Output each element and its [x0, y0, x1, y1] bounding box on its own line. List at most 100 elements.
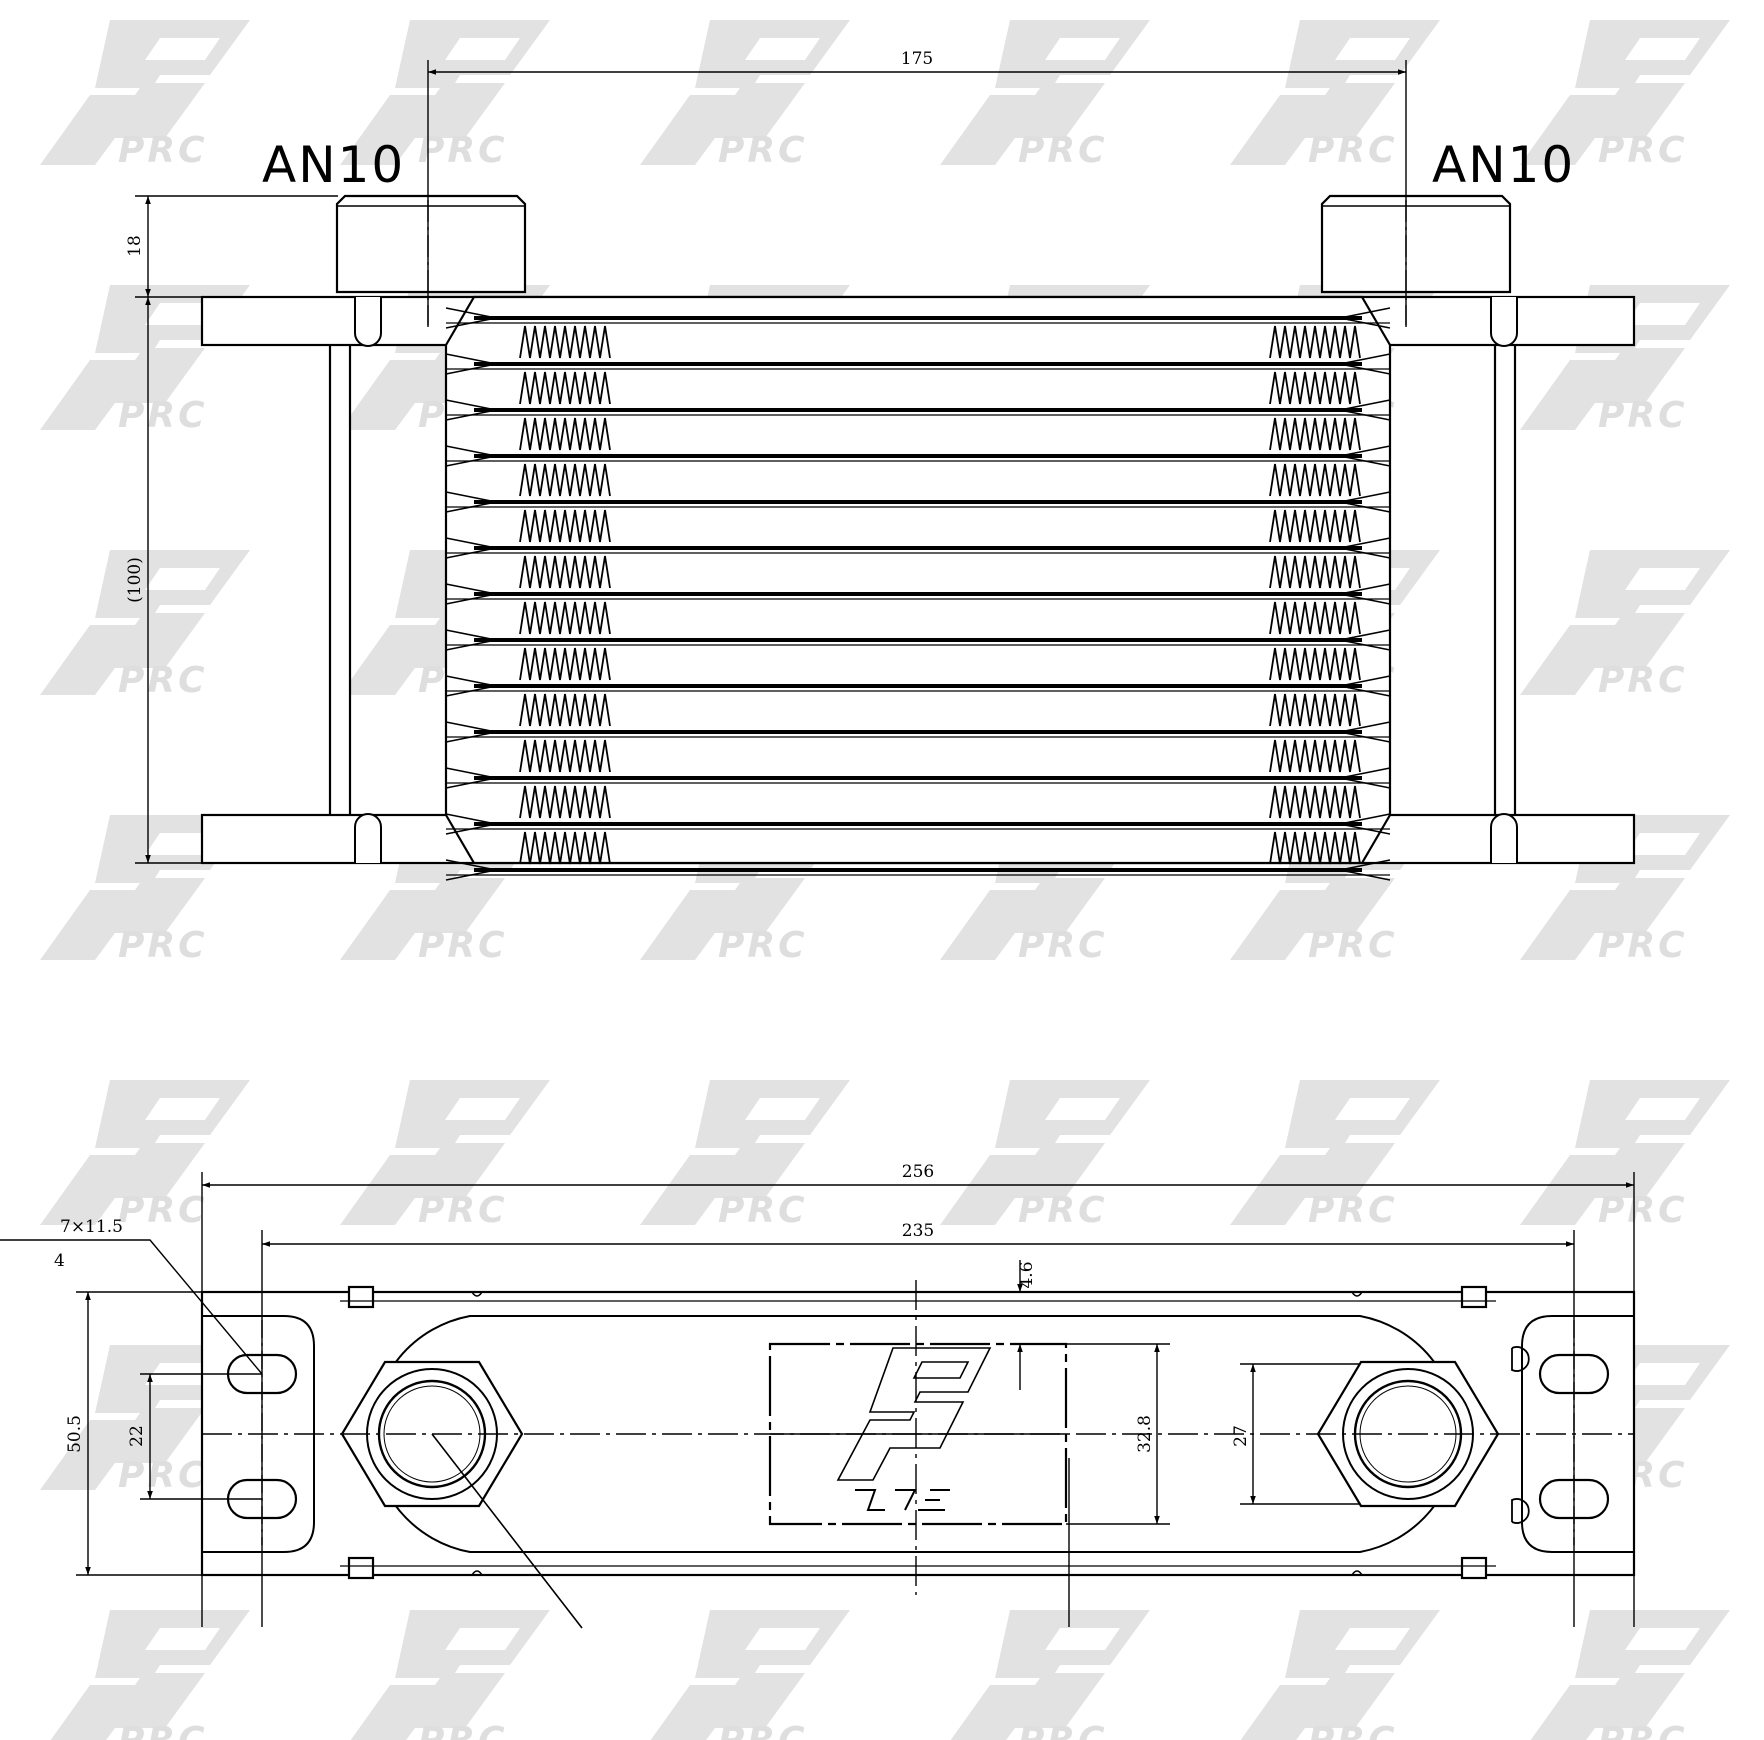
- bracket-notches: [354, 297, 1518, 863]
- bracket-notch: [354, 297, 382, 347]
- watermark-logo: PRC: [1520, 20, 1730, 171]
- watermark-text: PRC: [118, 1720, 208, 1740]
- watermark-logo: PRC: [640, 1610, 850, 1740]
- dim-flange-offset: 4.6: [1017, 1261, 1037, 1288]
- watermark-logo: PRC: [40, 20, 250, 171]
- core-fin: [519, 463, 611, 497]
- core-fin: [519, 371, 611, 405]
- core-fin: [1269, 647, 1361, 681]
- watermark-text: PRC: [718, 925, 808, 966]
- watermark-text: PRC: [1308, 925, 1398, 966]
- core-fin: [1269, 693, 1361, 727]
- dim-port-height: 18: [125, 235, 145, 257]
- watermark-text: PRC: [118, 1190, 208, 1231]
- watermark-logo: PRC: [340, 20, 550, 171]
- watermark-logo: PRC: [940, 815, 1150, 966]
- watermark-logo: PRC: [1230, 1080, 1440, 1231]
- core-fin: [519, 739, 611, 773]
- watermark-logo: PRC: [40, 550, 250, 701]
- core-fin: [519, 417, 611, 451]
- dim-port-spacing: 175: [901, 49, 933, 69]
- core-fin: [1269, 601, 1361, 635]
- watermark-logo: PRC: [40, 815, 250, 966]
- core-fin: [519, 647, 611, 681]
- cooler-core-outline: [444, 295, 1392, 865]
- watermark-text: PRC: [118, 395, 208, 436]
- watermark-text: PRC: [118, 130, 208, 171]
- side-rail-left: [328, 341, 352, 825]
- watermark-logo: PRC: [940, 20, 1150, 171]
- watermark-text: PRC: [118, 925, 208, 966]
- watermark-text: PRC: [418, 1190, 508, 1231]
- core-fin: [1269, 417, 1361, 451]
- dim-core-height: (100): [125, 557, 145, 603]
- watermark-logo: PRC: [340, 1080, 550, 1231]
- watermark-logo: PRC: [1230, 1610, 1440, 1740]
- dim-overall-width: 50.5: [65, 1415, 85, 1453]
- core-fin: [1269, 785, 1361, 819]
- watermark-logo: PRC: [40, 285, 250, 436]
- core-fin: [519, 509, 611, 543]
- watermark-logo: PRC: [1520, 815, 1730, 966]
- edge-tab: [1460, 1285, 1488, 1309]
- watermark-text: PRC: [1308, 1720, 1398, 1740]
- watermark-text: PRC: [118, 660, 208, 701]
- bracket-notch: [1490, 297, 1518, 347]
- watermark-logo: PRC: [340, 815, 550, 966]
- core-fin: [1269, 463, 1361, 497]
- bracket-notch: [1490, 813, 1518, 863]
- watermark-logo: PRC: [640, 20, 850, 171]
- watermark-text: PRC: [1308, 1190, 1398, 1231]
- core-fin: [519, 555, 611, 589]
- watermark-text: PRC: [418, 1720, 508, 1740]
- watermark-logo: PRC: [1520, 1080, 1730, 1231]
- watermark-logo: PRC: [640, 815, 850, 966]
- core-fin: [519, 601, 611, 635]
- core-fin: [519, 693, 611, 727]
- port-right-fitting: [1320, 194, 1512, 294]
- watermark-text: PRC: [718, 1720, 808, 1740]
- watermark-text: PRC: [718, 130, 808, 171]
- watermark-text: PRC: [1308, 130, 1398, 171]
- watermark-text: PRC: [1018, 925, 1108, 966]
- watermark-logo: PRC: [1520, 550, 1730, 701]
- watermark-logo: PRC: [1230, 20, 1440, 171]
- mount-ear-right: [1521, 1315, 1634, 1553]
- dim-overall-length: 256: [902, 1162, 934, 1182]
- edge-tab: [1460, 1556, 1488, 1580]
- edge-tab: [347, 1285, 375, 1309]
- core-fin: [1269, 325, 1361, 359]
- core-fin: [1269, 831, 1361, 865]
- core-fin: [519, 831, 611, 865]
- side-rail-right: [1493, 341, 1517, 825]
- watermark-text: PRC: [1598, 130, 1688, 171]
- top-dimensions: [0, 1172, 1635, 1627]
- watermark-text: PRC: [1018, 130, 1108, 171]
- core-fin: [1269, 739, 1361, 773]
- dim-slot-count: 4: [54, 1251, 65, 1271]
- core-fin: [519, 785, 611, 819]
- dim-slot-size: 7×11.5: [60, 1217, 123, 1237]
- port-right-label: AN10: [1432, 136, 1575, 194]
- watermark-text: PRC: [718, 1190, 808, 1231]
- watermark-text: PRC: [1598, 660, 1688, 701]
- watermark-text: PRC: [1598, 1190, 1688, 1231]
- bracket-notch: [354, 813, 382, 863]
- watermark-logo: PRC: [1230, 815, 1440, 966]
- front-view: [200, 194, 1636, 881]
- watermark-logo: PRC: [1520, 1610, 1730, 1740]
- core-fin: [1269, 555, 1361, 589]
- watermark-text: PRC: [1598, 925, 1688, 966]
- port-left-label: AN10: [262, 136, 405, 194]
- dim-label-height: 32.8: [1135, 1415, 1155, 1453]
- dim-slot-spacing: 22: [127, 1425, 147, 1447]
- watermark-logo: PRC: [40, 1345, 250, 1496]
- dim-hex-size: 27: [1231, 1425, 1251, 1447]
- watermark-logo: PRC: [340, 1610, 550, 1740]
- watermark-logo: PRC: [40, 1080, 250, 1231]
- core-fin: [519, 325, 611, 359]
- dim-mount-spacing: 235: [902, 1221, 934, 1241]
- core-fin: [1269, 371, 1361, 405]
- top-view: [200, 1285, 1636, 1629]
